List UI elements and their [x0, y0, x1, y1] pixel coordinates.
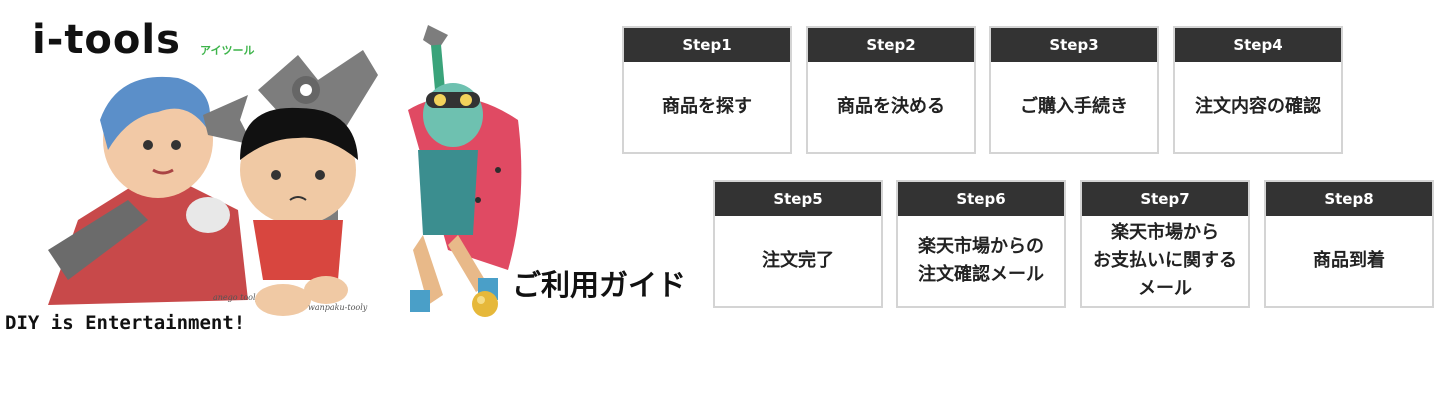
mascot-goggles-girl	[408, 25, 522, 312]
step-label: Step3	[991, 28, 1157, 62]
step-7[interactable]: Step7 楽天市場から お支払いに関する メール	[1080, 180, 1250, 308]
step-label: Step7	[1082, 182, 1248, 216]
step-text: 楽天市場からの 注文確認メール	[918, 236, 1044, 285]
guide-dot-icon	[472, 291, 498, 317]
artist-signature-left: anego tooly	[213, 293, 261, 302]
step-label: Step5	[715, 182, 881, 216]
mascot-anego-tooly: anego tooly	[48, 76, 261, 305]
step-text: 楽天市場から お支払いに関する メール	[1093, 222, 1237, 299]
step-1[interactable]: Step1 商品を探す	[622, 26, 792, 154]
tagline: DIY is Entertainment!	[5, 312, 246, 334]
artist-signature-center: wanpaku-tooly	[308, 303, 368, 312]
step-text: 商品を決める	[837, 96, 945, 117]
logo-kana: アイツール	[200, 44, 255, 57]
step-label: Step4	[1175, 28, 1341, 62]
step-text: 商品到着	[1313, 250, 1385, 271]
step-label: Step8	[1266, 182, 1432, 216]
i-tools-logo[interactable]: i-tools アイツール	[32, 17, 264, 68]
step-8[interactable]: Step8 商品到着	[1264, 180, 1434, 308]
step-5[interactable]: Step5 注文完了	[713, 180, 883, 308]
step-6[interactable]: Step6 楽天市場からの 注文確認メール	[896, 180, 1066, 308]
guide-title: ご利用ガイド	[512, 268, 687, 302]
step-text: 商品を探す	[662, 96, 752, 117]
step-3[interactable]: Step3 ご購入手続き	[989, 26, 1159, 154]
step-text: 注文完了	[762, 250, 834, 271]
step-text: 注文内容の確認	[1195, 96, 1321, 117]
step-label: Step2	[808, 28, 974, 62]
step-text: ご購入手続き	[1020, 96, 1128, 117]
mascot-illustration: anego tooly wanpaku-tooly	[48, 25, 522, 316]
mascot-wanpaku-tooly: wanpaku-tooly	[240, 50, 378, 316]
step-label: Step6	[898, 182, 1064, 216]
step-label: Step1	[624, 28, 790, 62]
step-2[interactable]: Step2 商品を決める	[806, 26, 976, 154]
step-4[interactable]: Step4 注文内容の確認	[1173, 26, 1343, 154]
logo-text: i-tools	[32, 17, 181, 63]
